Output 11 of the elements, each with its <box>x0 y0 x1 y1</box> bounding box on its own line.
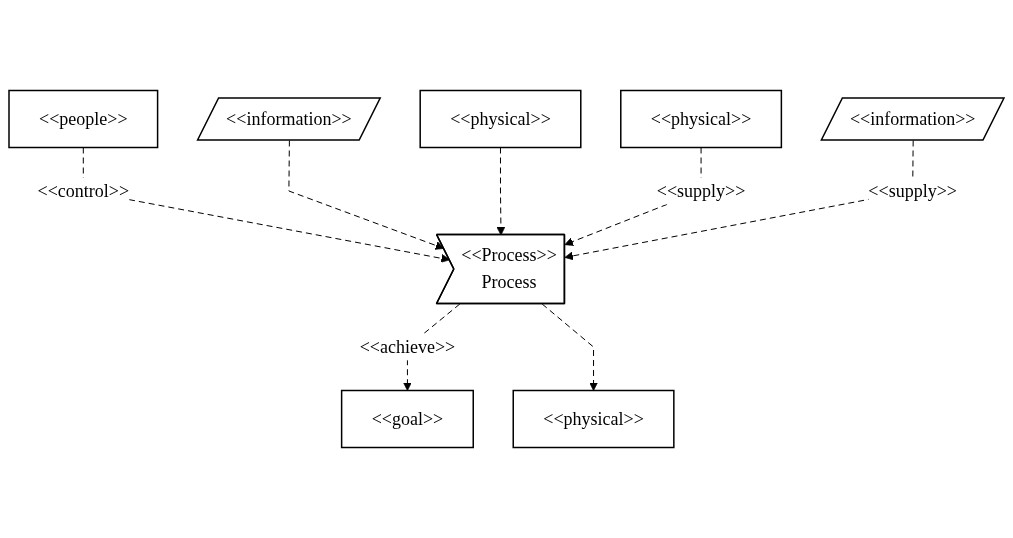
node-box: <<goal>> <box>340 389 474 449</box>
node-box: <<people>> <box>8 89 159 149</box>
node-box: <<physical>> <box>620 89 783 149</box>
edge-label: <<achieve>> <box>359 336 456 357</box>
arrow <box>541 303 598 391</box>
edge-label: <<supply>> <box>656 180 746 201</box>
node-box: <<physical>> <box>419 89 582 149</box>
arrow <box>288 140 445 250</box>
edge-label: <<supply>> <box>868 180 957 201</box>
edge-label: <<control>> <box>37 180 130 201</box>
node-box: <<physical>> <box>512 389 675 449</box>
